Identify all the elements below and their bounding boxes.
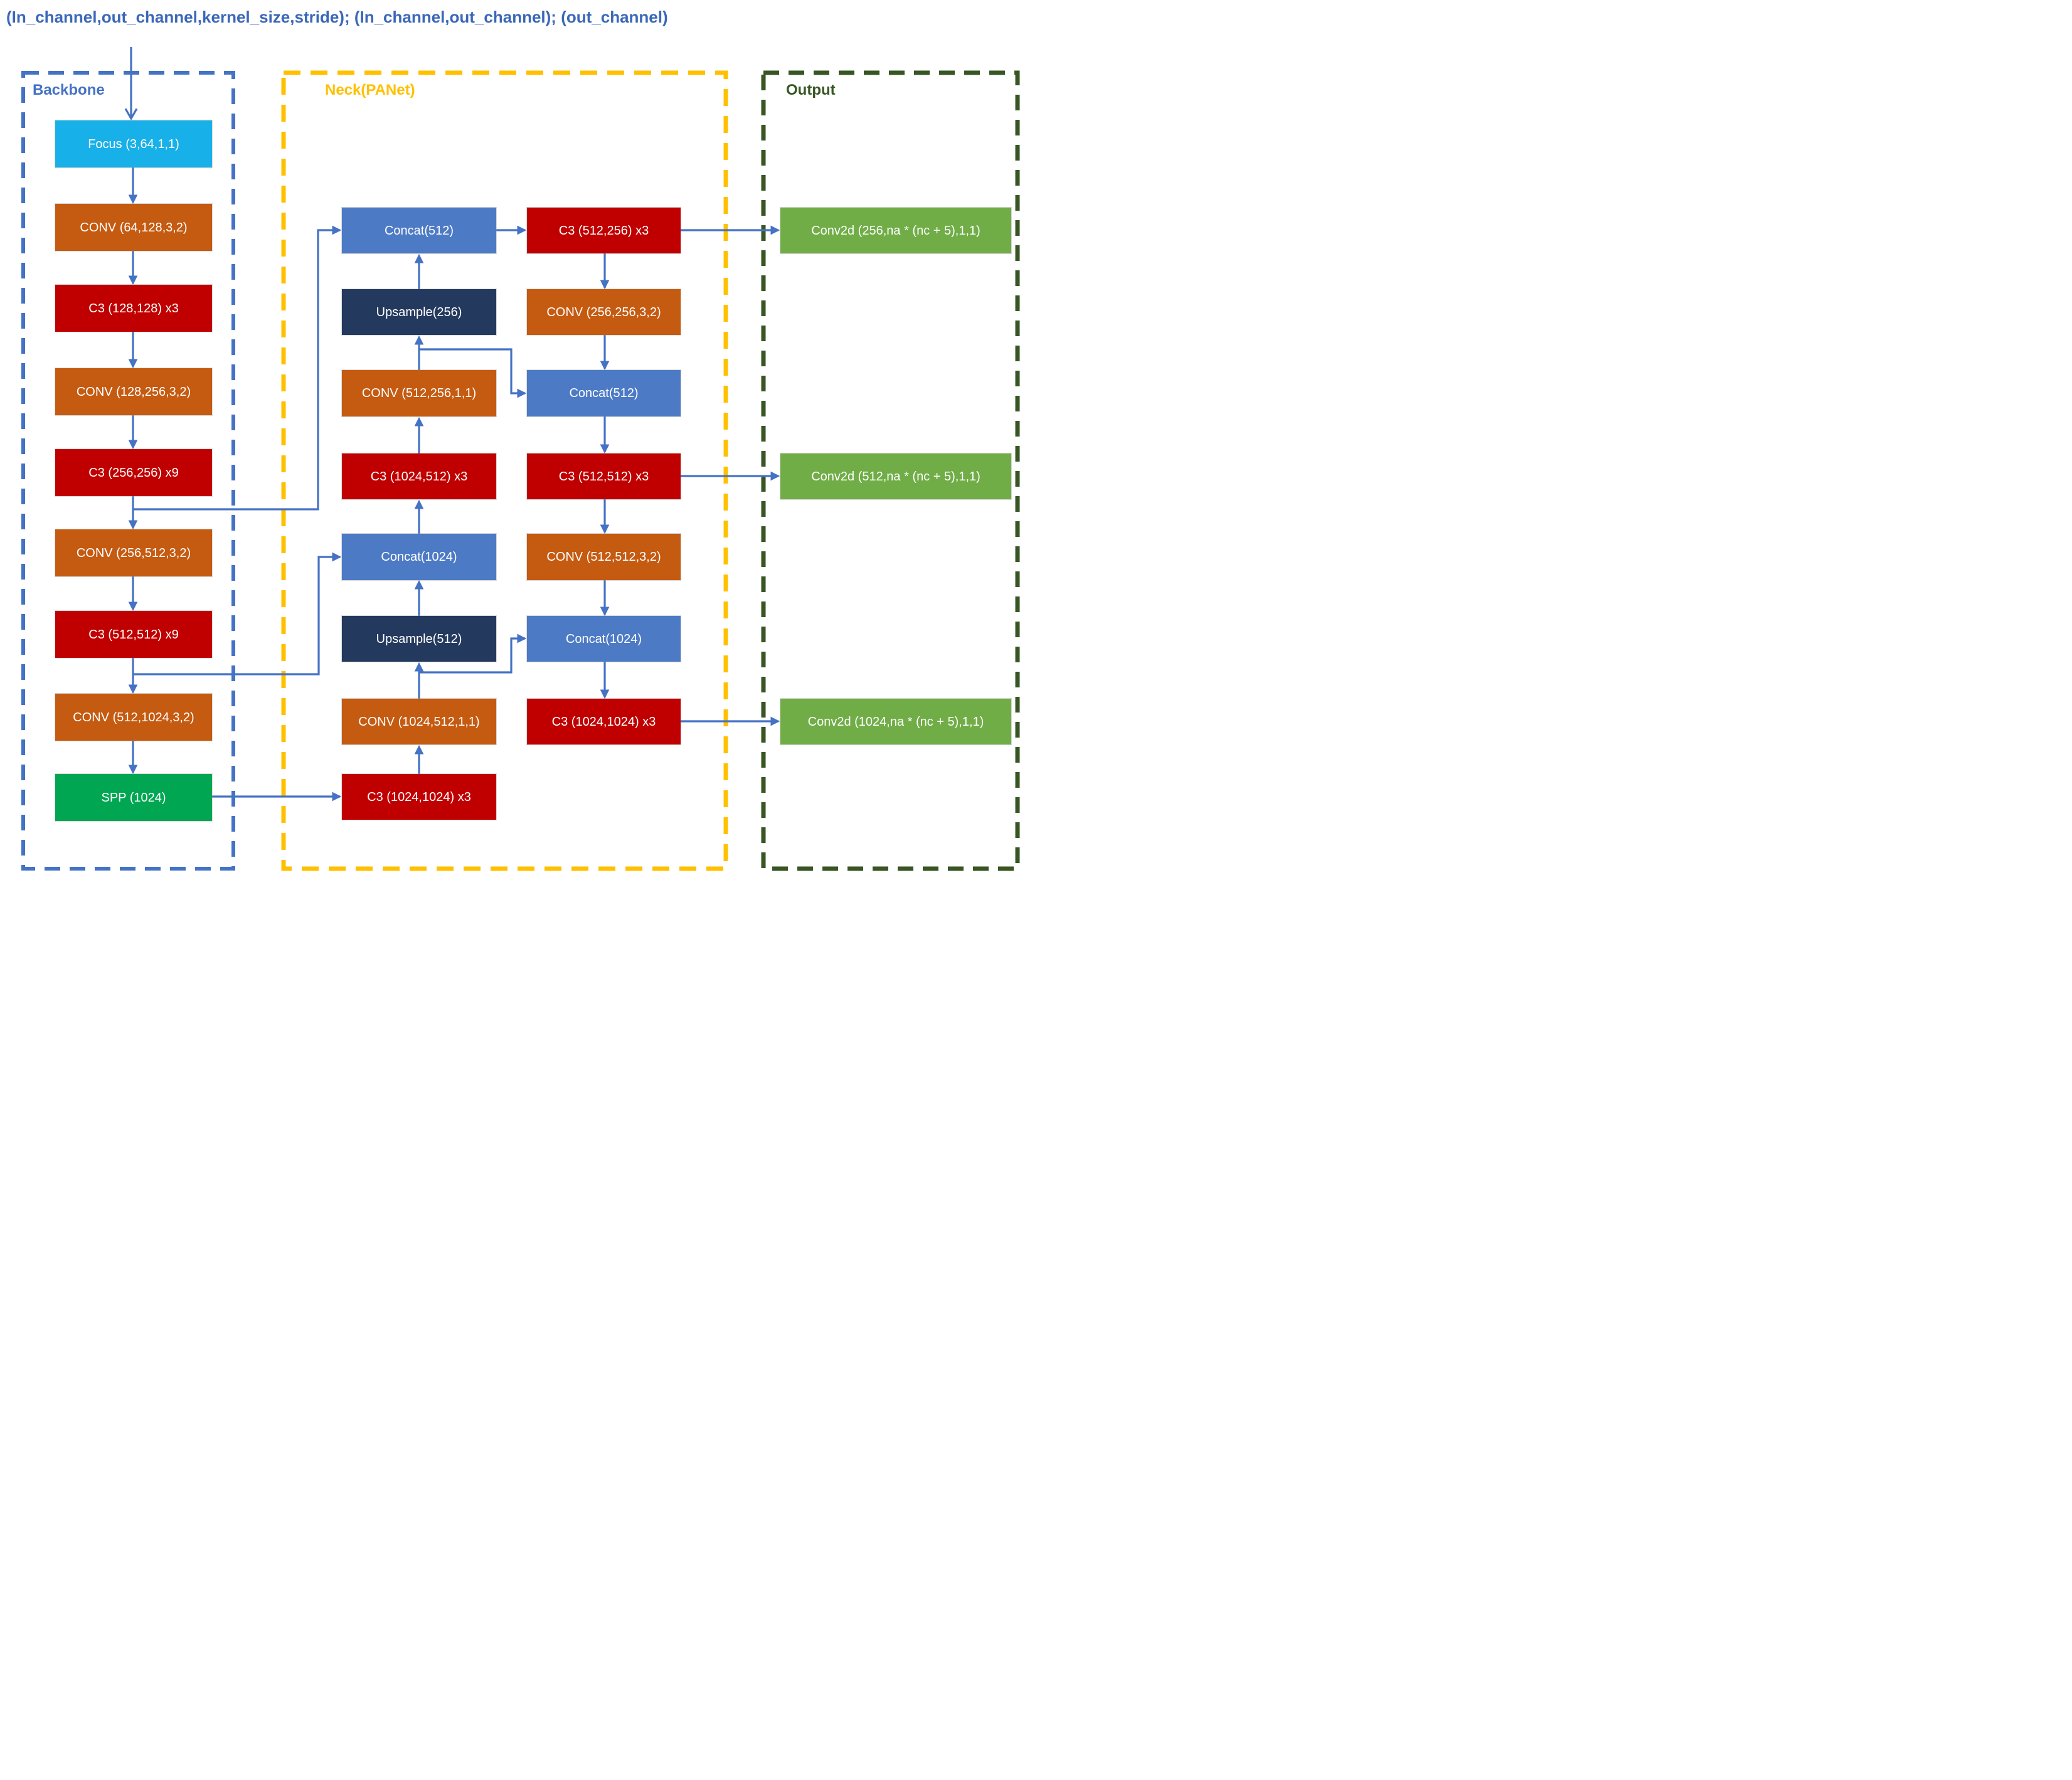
backbone-node-conv-64-128: CONV (64,128,3,2)	[55, 204, 212, 251]
neck-node-c3-1024-512: C3 (1024,512) x3	[342, 453, 496, 499]
output-node-conv2d-512: Conv2d (512,na * (nc + 5),1,1)	[780, 453, 1011, 499]
neck-node-concat512-right: Concat(512)	[527, 370, 681, 416]
neck-node-c3-1024-1024-right: C3 (1024,1024) x3	[527, 699, 681, 744]
neck-node-upsample512: Upsample(512)	[342, 616, 496, 662]
neck-node-c3-512-256: C3 (512,256) x3	[527, 208, 681, 253]
neck-node-conv-512-256: CONV (512,256,1,1)	[342, 370, 496, 416]
parameter-legend-title: (In_channel,out_channel,kernel_size,stri…	[6, 8, 668, 26]
neck-node-concat1024-left: Concat(1024)	[342, 534, 496, 580]
output-group-label: Output	[786, 82, 836, 98]
output-node-conv2d-256: Conv2d (256,na * (nc + 5),1,1)	[780, 208, 1011, 253]
neck-group-label: Neck(PANet)	[325, 82, 415, 98]
backbone-node-conv-256-512: CONV (256,512,3,2)	[55, 529, 212, 576]
skip-p3-to-concat512	[133, 225, 342, 511]
neck-node-conv-512-512: CONV (512,512,3,2)	[527, 534, 681, 580]
backbone-group-label: Backbone	[33, 82, 105, 98]
branch-conv1024-512-to-right-concat1024	[419, 633, 527, 674]
output-node-conv2d-1024: Conv2d (1024,na * (nc + 5),1,1)	[780, 699, 1011, 744]
connector-layer	[21, 47, 1020, 871]
neck-node-concat512-top: Concat(512)	[342, 208, 496, 253]
backbone-node-spp: SPP (1024)	[55, 774, 212, 821]
backbone-node-c3-128: C3 (128,128) x3	[55, 285, 212, 332]
output-group-frame	[761, 70, 1020, 871]
yolov5-architecture-diagram: (In_channel,out_channel,kernel_size,stri…	[0, 0, 1036, 890]
backbone-node-conv-128-256: CONV (128,256,3,2)	[55, 368, 212, 415]
backbone-node-c3-256: C3 (256,256) x9	[55, 449, 212, 496]
branch-conv512-256-to-right-concat512	[419, 348, 527, 398]
neck-group-frame	[281, 70, 728, 871]
neck-node-c3-1024-1024-left: C3 (1024,1024) x3	[342, 774, 496, 820]
backbone-group-frame	[21, 71, 235, 871]
neck-node-conv-1024-512: CONV (1024,512,1,1)	[342, 699, 496, 744]
neck-node-c3-512-512: C3 (512,512) x3	[527, 453, 681, 499]
backbone-node-focus: Focus (3,64,1,1)	[55, 120, 212, 167]
neck-node-concat1024-right: Concat(1024)	[527, 616, 681, 662]
backbone-node-conv-512-1024: CONV (512,1024,3,2)	[55, 694, 212, 741]
skip-p4-to-concat1024	[133, 552, 342, 675]
backbone-node-c3-512: C3 (512,512) x9	[55, 611, 212, 658]
neck-node-upsample256: Upsample(256)	[342, 289, 496, 335]
neck-node-conv-256-256: CONV (256,256,3,2)	[527, 289, 681, 335]
